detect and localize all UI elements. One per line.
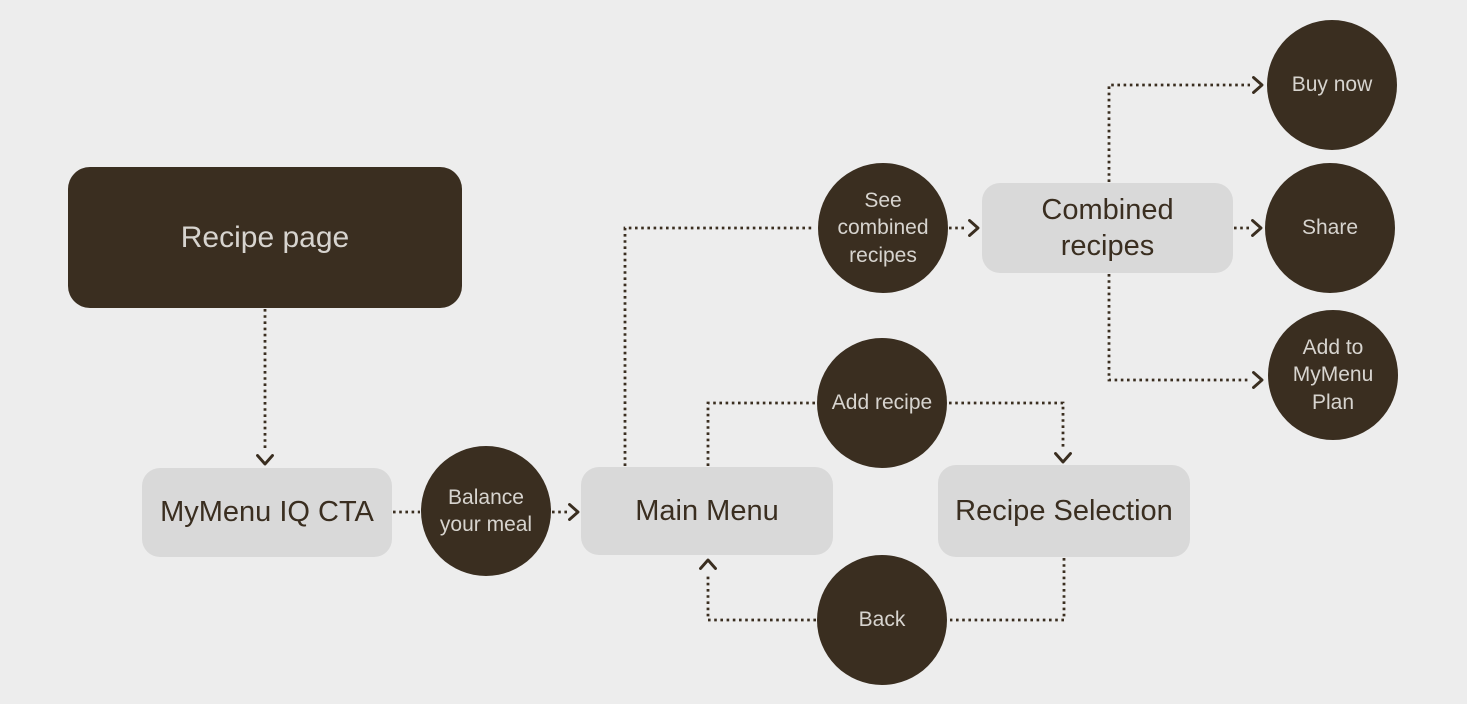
node-combined-recipes: Combined recipes (982, 183, 1233, 273)
edge-recipe-selection-to-back-circle (950, 558, 1066, 622)
node-see-combined-recipes: See combined recipes (818, 163, 948, 293)
edge-see-combined-circle-to-combined-recipes (949, 219, 980, 237)
node-recipe-page: Recipe page (68, 167, 462, 308)
node-add-recipe-label: Add recipe (831, 391, 933, 415)
node-mymenu-iq-cta-label: MyMenu IQ CTA (160, 496, 374, 529)
edge-add-recipe-circle-to-recipe-selection (949, 401, 1072, 464)
edge-combined-recipes-to-add-to-mymenu-plan (1107, 274, 1264, 389)
node-main-menu-label: Main Menu (635, 494, 779, 527)
edge-main-menu-to-add-recipe-circle (706, 401, 815, 466)
node-add-recipe: Add recipe (817, 338, 947, 468)
node-balance-your-meal-label: Balance your meal (439, 485, 533, 536)
node-share: Share (1265, 163, 1395, 293)
edge-combined-recipes-to-share (1234, 219, 1263, 237)
node-see-combined-recipes-label: See combined recipes (837, 189, 929, 267)
node-share-label: Share (1301, 216, 1359, 240)
node-main-menu: Main Menu (581, 467, 833, 555)
node-balance-your-meal: Balance your meal (421, 446, 551, 576)
edge-recipe-page-to-mymenu-iq-cta (256, 309, 274, 466)
node-buy-now: Buy now (1267, 20, 1397, 150)
node-add-to-mymenu-plan-label: Add to MyMenu Plan (1292, 336, 1374, 414)
node-combined-recipes-label: Combined recipes (1041, 193, 1174, 262)
node-mymenu-iq-cta: MyMenu IQ CTA (142, 468, 392, 557)
node-recipe-selection: Recipe Selection (938, 465, 1190, 557)
edge-combined-recipes-to-buy-now (1107, 76, 1264, 182)
node-recipe-selection-label: Recipe Selection (955, 494, 1173, 527)
node-buy-now-label: Buy now (1291, 73, 1373, 97)
node-back-label: Back (858, 608, 906, 632)
node-add-to-mymenu-plan: Add to MyMenu Plan (1268, 310, 1398, 440)
node-back: Back (817, 555, 947, 685)
edge-main-menu-to-see-combined-circle (623, 226, 814, 466)
edge-back-circle-to-main-menu (699, 558, 816, 622)
node-recipe-page-label: Recipe page (180, 220, 350, 254)
edge-balance-circle-to-main-menu (552, 503, 580, 521)
